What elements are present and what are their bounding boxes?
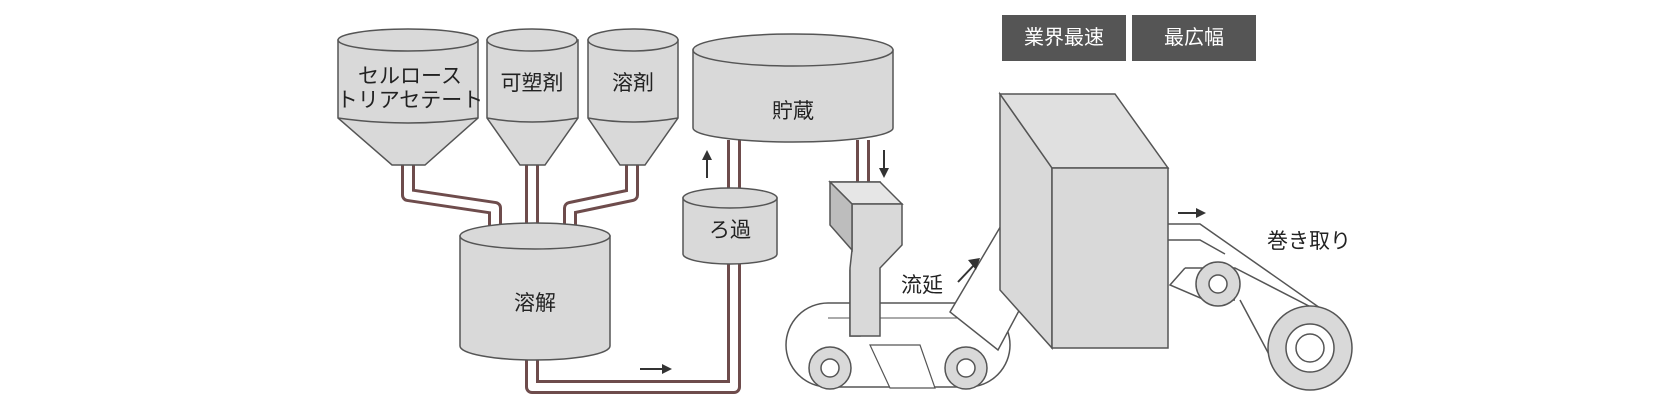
tank-dissolution <box>459 222 611 361</box>
hopper-cellulose-triacetate <box>337 28 479 166</box>
badge-widest: 最広幅 <box>1132 15 1256 61</box>
badge-industry-fastest: 業界最速 <box>1002 15 1126 61</box>
pipes <box>401 140 870 394</box>
cast-film <box>869 344 936 389</box>
tank-filtration <box>682 187 778 265</box>
label-filtration: ろ過 <box>709 218 751 242</box>
hopper-solvent <box>587 28 679 166</box>
label-casting: 流延 <box>901 273 943 297</box>
arrow-right-winding <box>1178 208 1206 218</box>
winding-section <box>1168 223 1353 391</box>
badge-widest-text: 最広幅 <box>1164 25 1224 49</box>
label-dissolution: 溶解 <box>514 291 556 315</box>
label-solvent: 溶剤 <box>612 71 654 95</box>
dryer-box <box>998 91 1170 350</box>
tank-storage <box>692 33 894 143</box>
hopper-plasticizer <box>486 28 579 166</box>
badge-industry-fastest-text: 業界最速 <box>1024 25 1104 49</box>
arrow-down-storage <box>879 150 889 178</box>
label-cellulose-line1: セルロース <box>358 64 462 88</box>
belt-roller-left <box>808 346 852 390</box>
belt-roller-right <box>944 346 988 390</box>
label-winding: 巻き取り <box>1267 229 1351 253</box>
arrows <box>640 150 1206 374</box>
label-cellulose-line2: トリアセテート <box>337 88 484 112</box>
label-plasticizer: 可塑剤 <box>501 71 564 95</box>
winding-roll <box>1267 305 1353 391</box>
arrow-up-film <box>957 258 980 283</box>
winding-guide-roller <box>1195 261 1241 307</box>
label-storage: 貯蔵 <box>772 99 814 123</box>
arrow-right-flow <box>640 364 672 374</box>
arrow-up-filtration <box>702 150 712 178</box>
casting-die <box>828 180 904 337</box>
